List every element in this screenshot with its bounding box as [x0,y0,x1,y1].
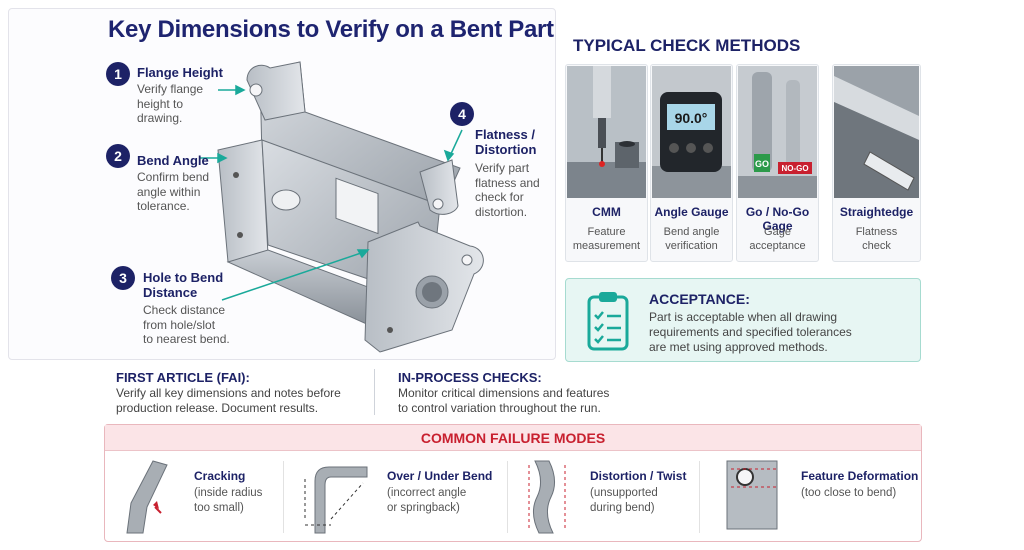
fai-title: FIRST ARTICLE (FAI): [116,370,250,385]
failure-name-feature-deformation: Feature Deformation [801,469,919,483]
bent-part-illustration [200,61,484,353]
callout-title-flatness: Flatness /Distortion [475,127,537,157]
go-label: GO [755,159,769,169]
method-name-cmm: CMM [592,205,621,219]
failure-separator [507,461,508,533]
failure-desc-feature-deformation: (too close to bend) [801,487,897,499]
no-go-label: NO-GO [781,164,808,173]
callout-title-bend-angle: Bend Angle [137,153,209,168]
failure-name-distortion-twist: Distortion / Twist [590,469,687,483]
method-name-angle-gauge: Angle Gauge [654,205,729,219]
failure-separator [699,461,700,533]
angle-readout: 90.0° [675,110,708,126]
callout-number-4: 4 [450,102,474,126]
acceptance-title: ACCEPTANCE: [649,291,750,307]
section-divider [374,369,375,415]
twisted-bend-icon [528,460,566,534]
method-name-straightedge: Straightedge [839,205,914,219]
cmm-probe-icon [567,66,646,198]
page-title: Key Dimensions to Verify on a Bent Part [108,16,554,43]
failure-separator [283,461,284,533]
callout-title-flange-height: Flange Height [137,65,223,80]
in-process-description: Monitor critical dimensions and features… [398,386,610,415]
in-process-title: IN-PROCESS CHECKS: [398,370,542,385]
failure-name-over-under-bend: Over / Under Bend [387,469,493,483]
callout-number-1: 1 [106,62,130,86]
fai-description: Verify all key dimensions and notes befo… [116,386,341,415]
failure-modes-box: COMMON FAILURE MODES Cracking (inside ra… [104,424,922,542]
over-under-bend-icon [304,466,368,534]
digital-angle-gauge-icon: 90.0° [652,66,731,198]
failure-modes-title: COMMON FAILURE MODES [105,425,921,451]
straightedge-icon [834,66,919,198]
acceptance-box: ACCEPTANCE: Part is acceptable when all … [565,278,921,362]
method-name-go-no-go: Go / No-Go Gage [745,205,810,233]
callout-number-3: 3 [111,266,135,290]
check-methods-title: TYPICAL CHECK METHODS [573,36,801,55]
cracked-bend-icon [126,460,168,534]
callout-number-2: 2 [106,144,130,168]
failure-name-cracking: Cracking [194,469,246,483]
clipboard-checklist-icon [587,292,629,351]
go-no-go-gage-icon: GO NO-GO [738,66,817,198]
deformed-hole-icon [726,460,778,530]
